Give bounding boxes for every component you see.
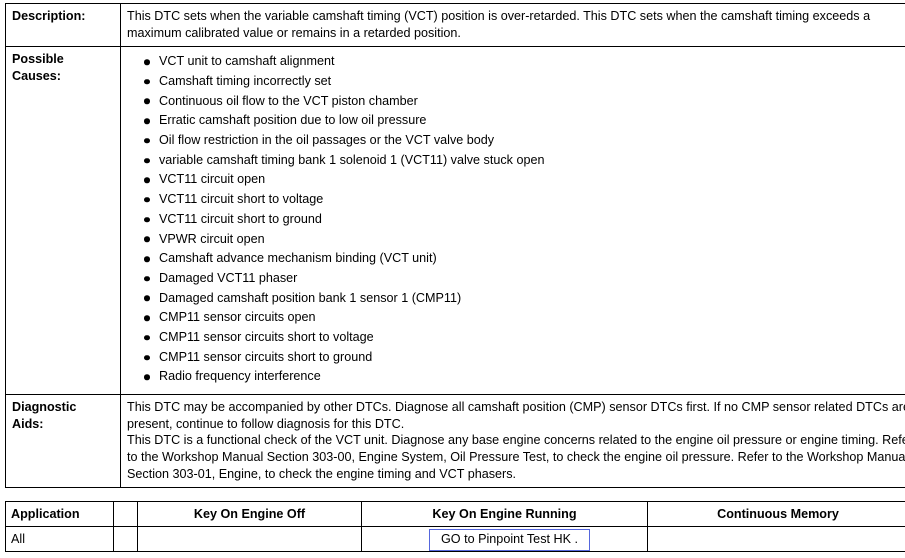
column-header-application: Application <box>5 501 114 527</box>
cell-continuous-memory-value <box>647 526 905 552</box>
bullet-icon <box>144 138 150 144</box>
bullet-icon <box>144 374 150 381</box>
bullet-icon <box>144 354 150 361</box>
list-item-label: Camshaft advance mechanism binding (VCT … <box>159 251 437 266</box>
row-label-description: Description: <box>5 2 121 48</box>
bullet-icon <box>144 177 150 183</box>
bullet-icon <box>144 197 150 203</box>
row-label-possible-causes: Possible Causes: <box>5 46 121 396</box>
bullet-icon <box>144 276 150 282</box>
list-item: VCT11 circuit open <box>127 170 905 190</box>
diagnostic-aids-paragraph-1: This DTC may be accompanied by other DTC… <box>127 400 905 431</box>
table-row-diagnostic-aids: Diagnostic Aids: This DTC may be accompa… <box>5 394 905 489</box>
list-item-label: CMP11 sensor circuits short to ground <box>159 349 373 364</box>
column-header-continuous-memory: Continuous Memory <box>647 501 905 527</box>
list-item-label: Radio frequency interference <box>159 369 321 384</box>
bullet-icon <box>144 295 150 302</box>
possible-causes-list: VCT unit to camshaft alignment Camshaft … <box>127 52 905 387</box>
bullet-icon <box>144 157 150 164</box>
bullet-icon <box>144 256 150 262</box>
list-item: VCT11 circuit short to ground <box>127 210 905 230</box>
list-item-label: Erratic camshaft position due to low oil… <box>159 113 427 128</box>
list-item-label: VCT unit to camshaft alignment <box>159 54 335 69</box>
list-item-label: Damaged camshaft position bank 1 sensor … <box>159 290 462 305</box>
table-row-description: Description: This DTC sets when the vari… <box>5 2 905 48</box>
list-item: Radio frequency interference <box>127 367 905 387</box>
list-item-label: Continuous oil flow to the VCT piston ch… <box>159 93 418 108</box>
list-item-label: CMP11 sensor circuits open <box>159 310 316 325</box>
table-row: All GO to Pinpoint Test HK . <box>5 526 905 552</box>
list-item: Damaged camshaft position bank 1 sensor … <box>127 289 905 309</box>
list-item-label: VCT11 circuit short to voltage <box>159 192 324 207</box>
list-item: VCT unit to camshaft alignment <box>127 52 905 72</box>
list-item-label: variable camshaft timing bank 1 solenoid… <box>159 152 545 167</box>
list-item-label: Oil flow restriction in the oil passages… <box>159 133 495 147</box>
list-item: variable camshaft timing bank 1 solenoid… <box>127 151 905 171</box>
list-item: CMP11 sensor circuits short to voltage <box>127 328 905 348</box>
bullet-icon <box>144 315 150 321</box>
cell-spacer-value <box>113 526 138 552</box>
list-item: CMP11 sensor circuits open <box>127 308 905 328</box>
description-paragraph: This DTC sets when the variable camshaft… <box>127 9 871 40</box>
column-header-spacer <box>113 501 138 527</box>
row-label-diagnostic-aids: Diagnostic Aids: <box>5 394 121 489</box>
bullet-icon <box>144 335 150 341</box>
row-body-description: This DTC sets when the variable camshaft… <box>120 2 905 48</box>
bullet-icon <box>144 98 150 105</box>
list-item: Camshaft advance mechanism binding (VCT … <box>127 249 905 269</box>
row-body-diagnostic-aids: This DTC may be accompanied by other DTC… <box>120 394 905 489</box>
pinpoint-test-link[interactable]: GO to Pinpoint Test HK . <box>429 529 590 551</box>
cell-key-on-engine-off-value <box>137 526 362 552</box>
list-item-label: Damaged VCT11 phaser <box>159 270 298 285</box>
cell-key-on-engine-running-value: GO to Pinpoint Test HK . <box>361 526 648 552</box>
diagnostic-aids-paragraph-2: This DTC is a functional check of the VC… <box>127 433 905 481</box>
list-item: Camshaft timing incorrectly set <box>127 72 905 92</box>
list-item-label: CMP11 sensor circuits short to voltage <box>159 330 374 345</box>
table-row-possible-causes: Possible Causes: VCT unit to camshaft al… <box>5 46 905 396</box>
bullet-icon <box>144 236 150 243</box>
cell-application-value: All <box>5 526 114 552</box>
dtc-spec-table: Description: This DTC sets when the vari… <box>5 2 905 489</box>
list-item-label: VCT11 circuit short to ground <box>159 211 322 226</box>
list-item: Damaged VCT11 phaser <box>127 269 905 289</box>
column-header-key-on-engine-off: Key On Engine Off <box>137 501 362 527</box>
list-item: Oil flow restriction in the oil passages… <box>127 131 905 151</box>
list-item: Continuous oil flow to the VCT piston ch… <box>127 92 905 112</box>
list-item-label: VPWR circuit open <box>159 231 265 246</box>
list-item-label: VCT11 circuit open <box>159 172 266 187</box>
list-item: CMP11 sensor circuits short to ground <box>127 348 905 368</box>
application-results-table: Application Key On Engine Off Key On Eng… <box>5 501 905 552</box>
bullet-icon <box>144 59 150 65</box>
column-header-key-on-engine-running: Key On Engine Running <box>361 501 648 527</box>
bullet-icon <box>144 78 150 85</box>
table-header-row: Application Key On Engine Off Key On Eng… <box>5 501 905 527</box>
list-item: VPWR circuit open <box>127 230 905 250</box>
list-item-label: Camshaft timing incorrectly set <box>159 73 332 88</box>
list-item: Erratic camshaft position due to low oil… <box>127 111 905 131</box>
bullet-icon <box>144 118 150 124</box>
row-body-possible-causes: VCT unit to camshaft alignment Camshaft … <box>120 46 905 396</box>
bullet-icon <box>144 216 150 223</box>
list-item: VCT11 circuit short to voltage <box>127 190 905 210</box>
